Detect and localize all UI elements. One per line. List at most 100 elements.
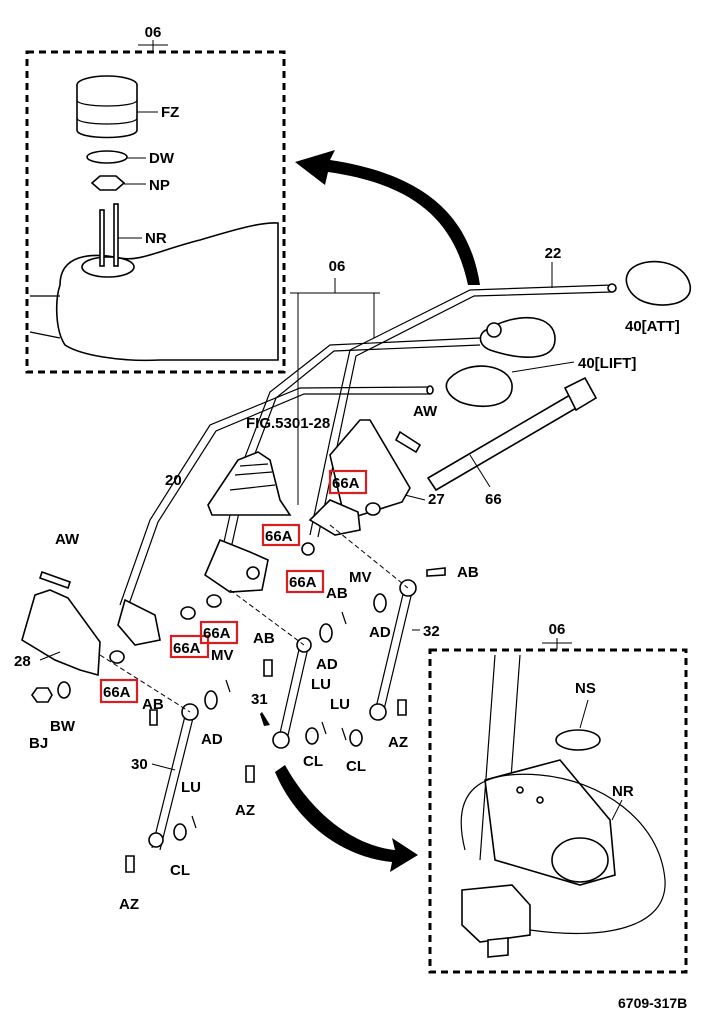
link-31-bottom-eye [272,731,290,749]
arrow-to-bottom-inset [275,765,418,872]
label-np: NP [149,177,170,194]
label-66a-4: 66A [203,625,231,642]
bushing-2 [180,606,196,620]
leader-27 [404,494,426,501]
label-32: 32 [423,623,440,640]
label-ab-right: AB [457,564,479,581]
bolt-66-head [563,376,598,412]
label-fz: FZ [161,104,179,121]
bushing-4 [246,566,260,580]
link-rod-31 [277,644,309,745]
label-30: 30 [131,756,148,773]
bushing-6 [365,502,381,516]
label-main-group: 06 [329,258,346,275]
bracket-right [308,499,361,536]
leader-lift [511,361,575,373]
callout-66a-6 [99,678,139,704]
leader-30 [151,763,176,771]
housing-boss [81,256,135,278]
wire-1 [99,209,105,267]
link-rod-32 [373,589,413,719]
pin-ab-mid [263,659,273,677]
washer-cl-1 [305,727,319,745]
bushing-3 [109,650,125,664]
leader-ns [579,699,589,729]
label-22: 22 [545,245,562,262]
label-ab-mid: AB [253,630,275,647]
label-27: 27 [428,491,445,508]
clips-lu-mv [191,611,347,829]
wire-2 [113,203,119,267]
label-20: 20 [165,472,182,489]
housing-arm-bottom [29,331,61,339]
label-40-lift: 40[LIFT] [578,355,636,372]
label-fig-ref: FIG.5301-28 [246,415,330,432]
bracket-middle [204,538,269,593]
bushing-1 [206,594,222,608]
label-az-1: AZ [388,734,408,751]
labels: 06 FZ DW NP NR 06 22 40[ATT] 40[LIFT] FI… [14,24,687,1011]
bracket-28 [21,589,101,677]
label-cl-1: CL [303,753,323,770]
label-nr-bottom: NR [612,783,634,800]
label-28: 28 [14,653,31,670]
label-az-2: AZ [235,802,255,819]
leader-66 [469,454,491,488]
callout-66a-1 [328,469,368,495]
label-ab-extra: AB [326,585,348,602]
gaiter-boot [207,451,292,516]
bolt-aw-top [394,430,422,454]
label-40-att: 40[ATT] [625,318,680,335]
label-az-3: AZ [119,896,139,913]
washer-cl-3 [173,823,187,841]
bracket-left [117,598,161,646]
pin-az-3 [125,855,135,873]
label-aw-top: AW [413,403,438,420]
label-mv-2: MV [211,647,234,664]
knob-att [625,260,691,306]
label-ad-3: AD [201,731,223,748]
lever-20-tip [426,385,434,395]
lever-housing [55,222,279,362]
arrow-dash-marks [260,712,270,726]
knob-fz-groove-1 [76,99,138,107]
label-66a-3: 66A [289,574,317,591]
label-bw: BW [50,718,76,735]
align-line-2 [229,589,305,646]
knob-fz-body [76,85,138,139]
pin-ab-right [426,567,446,577]
label-cl-2: CL [346,758,366,775]
leader-28 [39,651,61,661]
lever-20-rod-b [127,393,430,608]
connector-plug [487,937,509,958]
label-drawing-no: 6709-317B [618,995,687,1011]
lever-22-tip [607,283,617,293]
label-66a-6: 66A [103,684,131,701]
washer-bw [57,681,71,699]
label-lu-1: LU [311,676,331,693]
callout-66a-3 [285,569,325,594]
pin-az-1 [397,699,407,716]
knob-lift [445,365,513,408]
nut-bj [31,687,53,703]
label-lu-3: LU [181,779,201,796]
main-assembly [21,260,691,873]
link-30-bottom-eye [148,832,164,848]
label-ns: NS [575,680,596,697]
label-mv-1: MV [349,569,372,586]
label-ab-left: AB [142,696,164,713]
label-ad-2: AD [316,656,338,673]
nut-np [90,175,126,191]
pin-az-2 [245,765,255,783]
label-lu-2: LU [330,696,350,713]
cable-clip-ns [555,729,601,751]
callout-66a-4 [199,620,239,645]
lever-22-rod-b [317,291,613,538]
washer-cl-2 [349,729,363,747]
bushing-5 [301,542,315,556]
bolt-66-shank [426,393,580,492]
gaiter-folds [229,463,276,491]
wire-connector [461,884,531,943]
label-dw: DW [149,150,175,167]
